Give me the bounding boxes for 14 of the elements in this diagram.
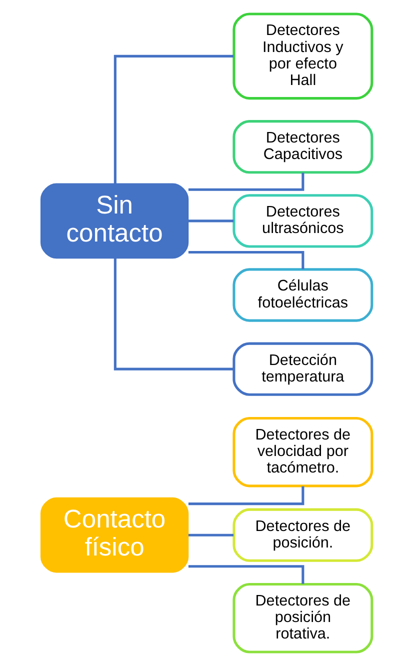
node-box: Células fotoeléctricas bbox=[232, 268, 373, 322]
connector bbox=[113, 54, 234, 184]
connector bbox=[113, 258, 234, 370]
connector bbox=[188, 534, 234, 536]
node-box: Sin contacto bbox=[40, 183, 188, 259]
node-box: Detectores ultrasónicos bbox=[232, 194, 373, 248]
node-box: Detectores Capacitivos bbox=[232, 120, 373, 174]
node-box: Detectores de posición rotativa. bbox=[232, 583, 373, 654]
node-box: Detectores de posición. bbox=[232, 508, 373, 562]
node-box: Contacto físico bbox=[40, 497, 188, 573]
node-box: Detectores Inductivos y por efecto Hall bbox=[232, 12, 373, 100]
connector bbox=[188, 220, 234, 222]
node-box: Detectores de velocidad por tacómetro. bbox=[232, 416, 373, 488]
node-box: Detección temperatura bbox=[232, 342, 373, 396]
